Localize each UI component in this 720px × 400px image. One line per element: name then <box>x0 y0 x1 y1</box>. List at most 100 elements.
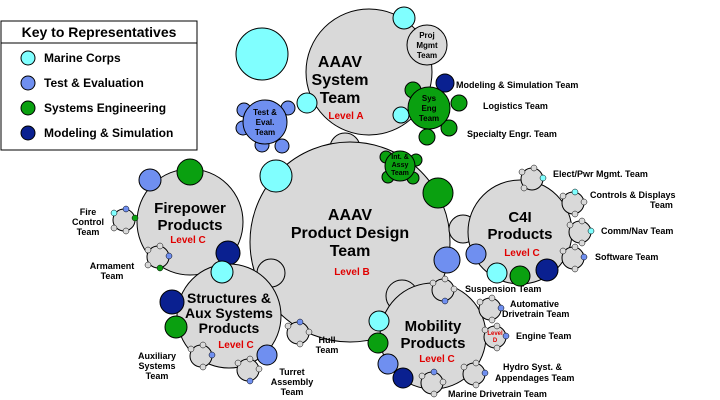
label-comm-nav: Comm/Nav Team <box>601 226 673 236</box>
test-eval-rep <box>465 243 487 265</box>
member-dot <box>488 294 496 302</box>
test-eval-rep <box>296 318 304 326</box>
marine-rep <box>571 188 579 196</box>
test-eval-rep <box>122 205 130 213</box>
test-eval-rep <box>165 252 173 260</box>
marine-corps-swatch <box>20 50 36 66</box>
label-auto-drive-1: Automative <box>510 299 559 309</box>
member-dot <box>450 285 458 293</box>
firepower-title-2: Products <box>157 217 222 234</box>
product-design-level: Level B <box>334 267 370 278</box>
sys-eng-label-2: Eng <box>421 104 436 113</box>
legend-label-marine-corps: Marine Corps <box>44 51 121 65</box>
modeling-sim-rep <box>535 258 559 282</box>
structures-title-1: Structures & <box>187 290 271 306</box>
system-team-title-3: Team <box>320 90 361 107</box>
test-eval-rep <box>580 253 588 261</box>
firepower-title-1: Firepower <box>154 200 226 217</box>
marine-rep <box>486 262 508 284</box>
member-dot <box>571 265 579 273</box>
sys-eng-rep <box>422 177 454 209</box>
marine-rep <box>110 209 118 217</box>
test-eval-rep <box>246 377 254 385</box>
member-dot <box>296 340 304 348</box>
label-modeling-sim-team: Modeling & Simulation Team <box>456 80 578 90</box>
member-dot <box>144 261 152 269</box>
member-dot <box>481 326 489 334</box>
member-dot <box>187 345 195 353</box>
int-assy-label-1: Int. & <box>391 154 409 161</box>
test-eval-rep <box>497 304 505 312</box>
sys-eng-label-3: Team <box>419 114 439 123</box>
member-dot <box>460 363 468 371</box>
level-d-label-2: D <box>493 338 498 344</box>
label-auxiliary-2: Systems <box>138 361 175 371</box>
suspension-cluster <box>429 275 458 305</box>
member-dot <box>566 221 574 229</box>
member-dot <box>156 242 164 250</box>
label-specialty-team: Specialty Engr. Team <box>467 129 557 139</box>
c4i-level: Level C <box>504 248 540 259</box>
label-hydro-1: Hydro Syst. & <box>503 362 563 372</box>
member-dot <box>578 217 586 225</box>
modeling-sim-rep <box>159 289 185 315</box>
system-team: AAAV System Team Level A Proj Mgmt Team … <box>235 6 578 154</box>
marine-drive-cluster <box>418 368 447 398</box>
marine-rep <box>259 159 293 193</box>
sys-eng-label-1: Sys <box>422 94 437 103</box>
test-eval-rep <box>481 369 489 377</box>
c4i-products: C4I Products Level C <box>448 164 676 287</box>
mobility-level: Level C <box>419 354 455 365</box>
test-eval-rep <box>502 332 510 340</box>
legend-title-box <box>0 20 198 44</box>
label-fire-control-1: Fire <box>80 207 97 217</box>
member-dot <box>472 381 480 389</box>
mobility-title-1: Mobility <box>405 318 462 335</box>
software-cluster <box>559 243 588 273</box>
proj-mgmt-label-3: Team <box>417 51 437 60</box>
int-assy-label-3: Team <box>391 170 409 177</box>
systems-eng-swatch <box>20 100 36 116</box>
member-dot <box>430 390 438 398</box>
int-assy-label-2: Assy <box>392 162 409 169</box>
label-suspension: Suspension Team <box>465 284 541 294</box>
mobility-title-2: Products <box>400 335 465 352</box>
member-dot <box>559 192 567 200</box>
label-auxiliary-3: Team <box>146 371 169 381</box>
label-fire-control-3: Team <box>77 227 100 237</box>
member-dot <box>418 372 426 380</box>
c4i-title-2: Products <box>487 226 552 243</box>
modeling-sim-rep <box>392 367 414 389</box>
label-auxiliary-1: Auxiliary <box>138 351 176 361</box>
legend: Key to Representatives Marine Corps Test… <box>0 20 198 151</box>
sys-eng-team-circle <box>407 86 451 130</box>
member-dot <box>144 246 152 254</box>
sys-eng-rep <box>156 264 164 272</box>
member-dot <box>110 224 118 232</box>
test-eval-rep <box>377 353 399 375</box>
system-team-title-2: System <box>312 72 369 89</box>
member-dot <box>571 243 579 251</box>
label-turret-1: Turret <box>279 367 304 377</box>
member-dot <box>472 359 480 367</box>
marine-rep <box>392 106 410 124</box>
sys-eng-rep <box>176 158 204 186</box>
product-design-title-3: Team <box>330 243 371 260</box>
member-dot <box>488 316 496 324</box>
drivetrain-cluster <box>476 294 505 324</box>
label-software: Software Team <box>595 252 658 262</box>
label-hull-1: Hull <box>319 335 336 345</box>
test-eval-swatch <box>20 75 36 91</box>
test-eval-rep <box>433 246 461 274</box>
sys-eng-rep <box>440 119 458 137</box>
label-armament-2: Team <box>101 271 124 281</box>
label-controls-1: Controls & Displays <box>590 190 676 200</box>
label-elect-pwr: Elect/Pwr Mgmt. Team <box>553 169 648 179</box>
marine-rep <box>210 260 234 284</box>
elect-pwr-cluster <box>518 164 547 192</box>
member-dot <box>493 322 501 330</box>
structures-title-3: Products <box>199 320 260 336</box>
marine-rep <box>587 227 595 235</box>
member-dot <box>571 210 579 218</box>
label-fire-control-2: Control <box>72 217 104 227</box>
